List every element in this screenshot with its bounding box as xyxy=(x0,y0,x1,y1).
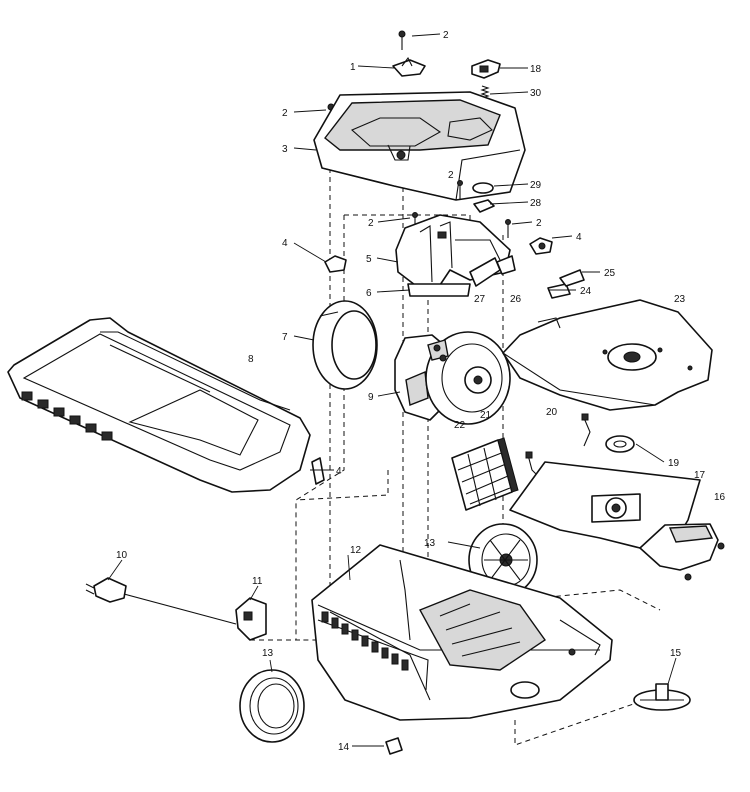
callout-25: 25 xyxy=(604,268,616,279)
callout-13-lower: 13 xyxy=(262,648,274,659)
callout-21: 21 xyxy=(480,410,492,421)
callout-3: 3 xyxy=(282,144,288,155)
callout-20: 20 xyxy=(546,407,558,418)
callout-19: 19 xyxy=(668,458,680,469)
part-latch-lever xyxy=(559,269,585,287)
callout-28: 28 xyxy=(530,198,542,209)
part-cord-bracket xyxy=(235,597,267,641)
part-foot xyxy=(385,737,403,755)
part-hood-cover xyxy=(502,299,713,411)
part-screw-housing-2 xyxy=(457,180,463,200)
callout-8: 8 xyxy=(248,354,254,365)
callout-4-left: 4 xyxy=(282,238,288,249)
part-latch xyxy=(471,59,501,79)
callout-15: 15 xyxy=(670,648,682,659)
part-plate xyxy=(407,283,471,297)
callout-24: 24 xyxy=(580,286,592,297)
part-washer xyxy=(472,182,494,194)
callout-2-housing-right: 2 xyxy=(536,218,542,229)
callout-30: 30 xyxy=(530,88,542,99)
callout-1: 1 xyxy=(350,62,356,73)
callout-13-upper: 13 xyxy=(424,538,436,549)
part-top-cover xyxy=(313,91,526,201)
part-switch-knob xyxy=(392,56,426,77)
callout-2-top: 2 xyxy=(443,30,449,41)
callout-23: 23 xyxy=(674,294,686,305)
part-clip xyxy=(473,199,495,213)
part-pedal-bracket xyxy=(639,523,725,581)
part-filter-grille xyxy=(451,437,519,511)
callout-2-mid: 2 xyxy=(448,170,454,181)
callout-12: 12 xyxy=(350,545,362,556)
callout-10: 10 xyxy=(116,550,128,561)
part-motor xyxy=(394,331,511,425)
callout-5: 5 xyxy=(366,254,372,265)
part-filter-ring xyxy=(312,300,378,390)
callout-22: 22 xyxy=(454,420,466,431)
callout-7: 7 xyxy=(282,332,288,343)
callout-labels: 1 2 2 3 18 30 29 28 2 2 2 4 4 5 6 27 26 … xyxy=(116,30,726,753)
callout-16: 16 xyxy=(714,492,726,503)
callout-4-right: 4 xyxy=(576,232,582,243)
callout-leader-lines xyxy=(107,33,677,747)
part-grommet xyxy=(605,435,635,453)
callout-27: 27 xyxy=(474,294,486,305)
part-power-cord xyxy=(85,577,237,625)
callout-14: 14 xyxy=(338,742,350,753)
part-clip-left xyxy=(324,255,347,273)
part-clip-right xyxy=(529,237,553,255)
callout-18: 18 xyxy=(530,64,542,75)
callout-6: 6 xyxy=(366,288,372,299)
part-screw-top xyxy=(398,30,406,50)
callout-17: 17 xyxy=(694,470,706,481)
part-clip-lower xyxy=(311,457,325,485)
part-hinge-pin xyxy=(496,255,516,275)
callout-4-lower: 4 xyxy=(336,466,342,477)
callout-9: 9 xyxy=(368,392,374,403)
part-caster xyxy=(633,683,691,711)
callout-11: 11 xyxy=(252,576,263,587)
part-base-housing xyxy=(311,544,613,721)
callout-2-left: 2 xyxy=(282,108,288,119)
part-rear-wheel xyxy=(239,669,305,743)
part-handle-frame xyxy=(7,317,311,493)
part-bag-holder xyxy=(509,461,701,551)
part-screw-housing-3 xyxy=(505,219,511,238)
callout-29: 29 xyxy=(530,180,542,191)
part-latch-button xyxy=(547,283,571,299)
callout-26: 26 xyxy=(510,294,522,305)
base-vent-slots xyxy=(321,611,409,671)
callout-2-housing-left: 2 xyxy=(368,218,374,229)
handle-grip-slots xyxy=(21,391,113,441)
